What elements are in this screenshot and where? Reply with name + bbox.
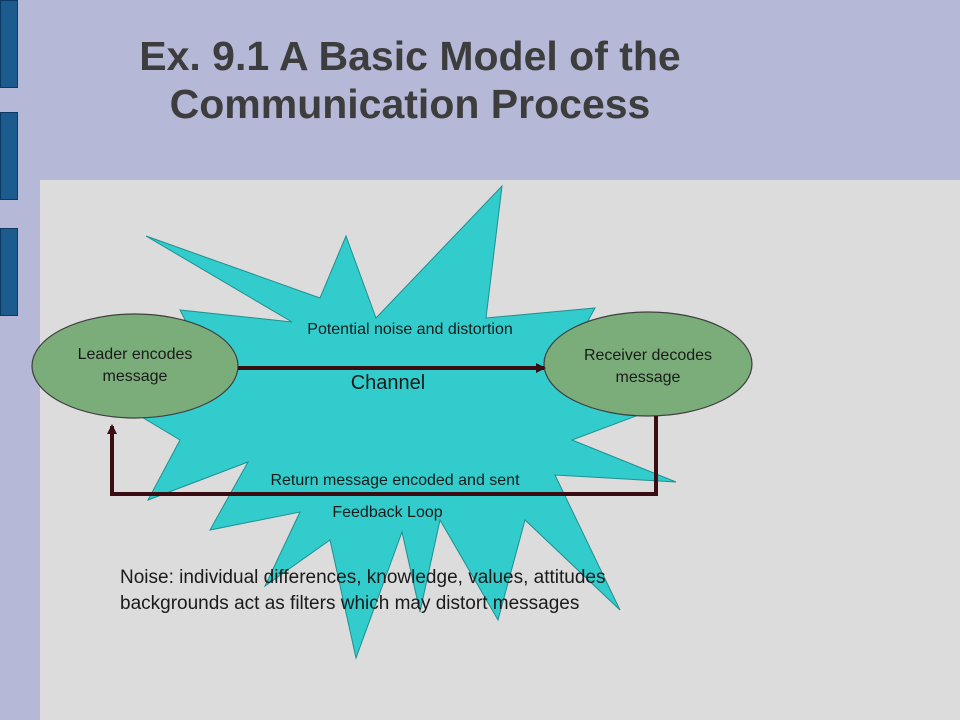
noise-note: Noise: individual differences, knowledge… xyxy=(120,565,606,617)
feedback-loop-arrow xyxy=(107,416,658,496)
sender-label-line-2: message xyxy=(102,368,168,385)
noise-note-line-2: backgrounds act as filters which may dis… xyxy=(120,593,580,614)
receiver-label-line-2: message xyxy=(615,369,681,386)
title-line-2: Communication Process xyxy=(169,81,651,127)
accent-bar-top xyxy=(0,0,18,88)
noise-note-line-1: Noise: individual differences, knowledge… xyxy=(120,567,606,588)
receiver-label: Receiver decodes message xyxy=(548,345,748,389)
noise-label: Potential noise and distortion xyxy=(307,321,513,338)
sender-label: Leader encodes message xyxy=(35,344,235,388)
receiver-label-line-1: Receiver decodes xyxy=(583,347,713,364)
slide-title: Ex. 9.1 A Basic Model of the Communicati… xyxy=(60,32,760,128)
accent-bar-middle xyxy=(0,112,18,200)
feedback-loop-label: Feedback Loop xyxy=(332,504,443,521)
return-message-label: Return message encoded and sent xyxy=(270,472,520,489)
noise-starburst-shape xyxy=(98,184,677,660)
channel-label: Channel xyxy=(350,372,426,394)
sender-label-line-1: Leader encodes xyxy=(77,346,193,363)
accent-bar-bottom xyxy=(0,228,18,316)
title-line-1: Ex. 9.1 A Basic Model of the xyxy=(139,33,681,79)
